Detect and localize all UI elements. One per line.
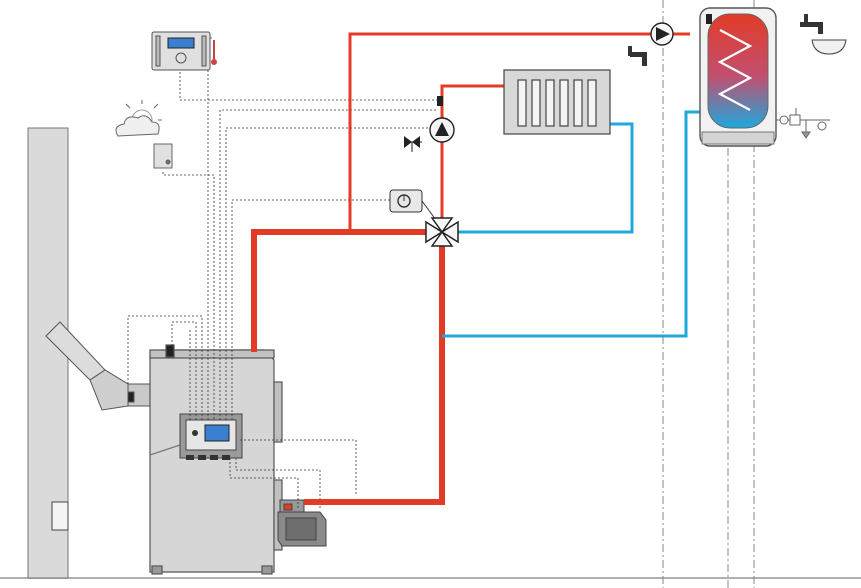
radiator-icon bbox=[503, 69, 611, 135]
safety-valve-icon bbox=[776, 108, 830, 139]
tap-icon bbox=[628, 46, 647, 66]
tank-icon bbox=[699, 7, 777, 147]
actuator-icon bbox=[389, 189, 437, 221]
chimney-icon bbox=[27, 127, 69, 579]
dhw-pump-icon bbox=[650, 22, 674, 46]
mixing-valve-icon bbox=[425, 217, 459, 247]
thermostat-icon bbox=[151, 31, 217, 71]
boiler-icon bbox=[149, 344, 283, 575]
control-wires bbox=[127, 37, 440, 508]
sensor-icon bbox=[437, 96, 443, 106]
return-pipes bbox=[442, 110, 700, 338]
burner-icon bbox=[277, 499, 327, 547]
pump-icon bbox=[404, 117, 455, 152]
control-panel-icon bbox=[179, 413, 243, 460]
tap-basin-icon bbox=[800, 14, 847, 55]
supply-pipes bbox=[251, 32, 690, 505]
weather-icon bbox=[115, 100, 173, 169]
